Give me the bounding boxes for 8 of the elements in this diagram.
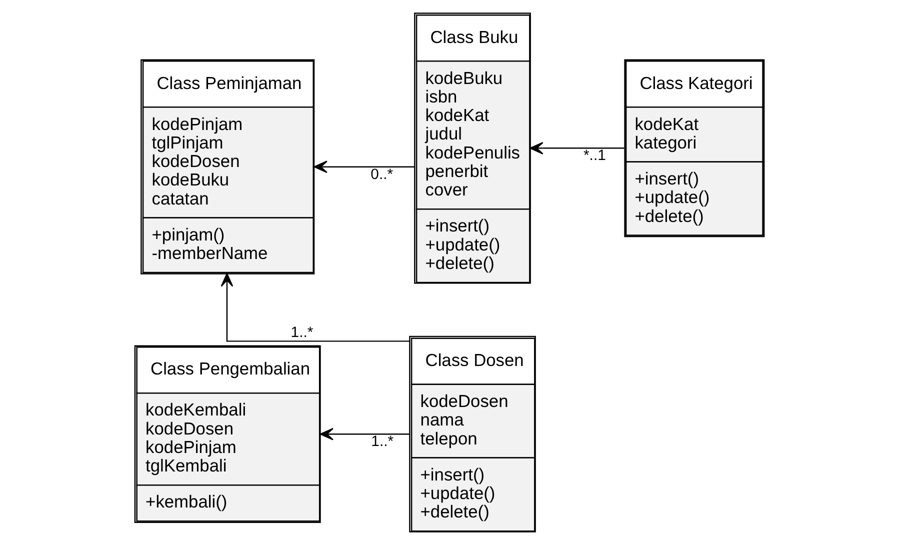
arrow <box>220 273 410 342</box>
edge-label: 1..* <box>370 434 394 450</box>
edge-label: 1..* <box>290 324 313 341</box>
edge-label: *..1 <box>583 148 606 164</box>
arrow <box>319 428 409 440</box>
arrow <box>529 142 624 154</box>
edge-label: 0..* <box>370 166 393 183</box>
arrow <box>313 160 414 174</box>
